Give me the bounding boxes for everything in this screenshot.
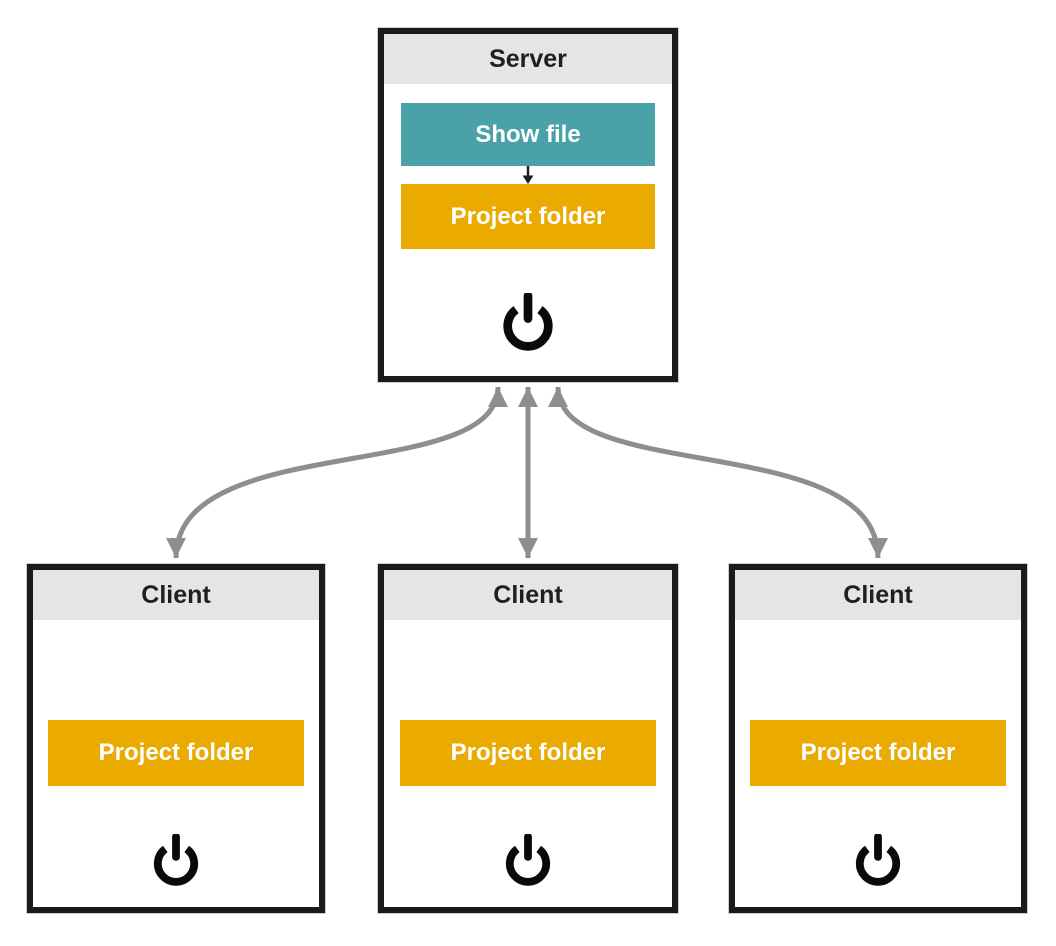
show-file-button: Show file bbox=[401, 103, 655, 166]
down-arrow-icon bbox=[522, 166, 534, 184]
client-1-project-folder-label: Project folder bbox=[98, 739, 254, 766]
client-node-2: Client Project folder bbox=[378, 564, 678, 913]
server-client3-connector bbox=[548, 386, 888, 559]
server-project-folder-button: Project folder bbox=[401, 184, 655, 249]
client-node-1: Client Project folder bbox=[27, 564, 325, 913]
client-2-title: Client bbox=[493, 580, 563, 609]
client-3-project-folder-button: Project folder bbox=[750, 720, 1006, 786]
power-icon bbox=[505, 834, 551, 886]
client-3-project-folder-label: Project folder bbox=[800, 739, 956, 766]
client-1-project-folder-button: Project folder bbox=[48, 720, 304, 786]
server-client1-connector bbox=[166, 386, 508, 559]
client-3-header: Client bbox=[735, 570, 1021, 620]
power-icon bbox=[855, 834, 901, 886]
server-node: Server Show file Project folder bbox=[378, 28, 678, 382]
client-1-title: Client bbox=[141, 580, 211, 609]
client-node-3: Client Project folder bbox=[729, 564, 1027, 913]
power-icon bbox=[153, 834, 199, 886]
client-2-project-folder-button: Project folder bbox=[400, 720, 656, 786]
show-file-label: Show file bbox=[475, 120, 581, 148]
server-title: Server bbox=[489, 44, 567, 73]
client-3-title: Client bbox=[843, 580, 913, 609]
server-project-folder-label: Project folder bbox=[450, 202, 606, 230]
power-icon bbox=[503, 293, 553, 351]
client-1-header: Client bbox=[33, 570, 319, 620]
client-2-header: Client bbox=[384, 570, 672, 620]
client-2-project-folder-label: Project folder bbox=[450, 739, 606, 766]
server-header: Server bbox=[384, 34, 672, 84]
